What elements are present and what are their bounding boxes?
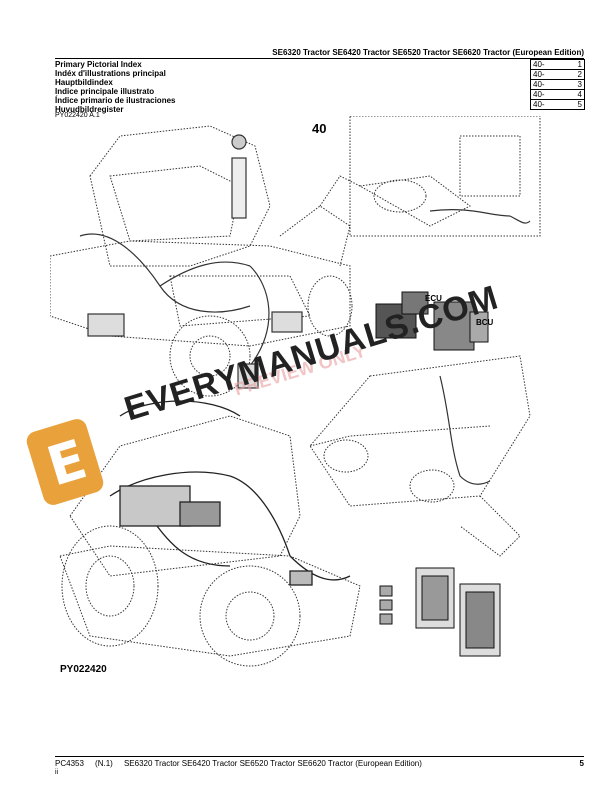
index-section: 40- bbox=[530, 69, 559, 80]
index-section: 40- bbox=[530, 99, 559, 110]
watermark-logo-letter: E bbox=[39, 427, 94, 499]
figure-reference: PY022420 A.1 bbox=[55, 112, 100, 119]
index-row[interactable]: 40-1 bbox=[530, 59, 585, 70]
header-rule bbox=[55, 58, 584, 59]
page-number: 5 bbox=[579, 759, 584, 768]
figure-code: PY022420 bbox=[60, 664, 107, 675]
footer-doc-id: PC4353 bbox=[55, 759, 84, 768]
footer-rule bbox=[55, 756, 584, 757]
index-title: Huvudbildregister bbox=[55, 105, 124, 114]
index-section: 40- bbox=[530, 59, 559, 70]
index-page: 1 bbox=[559, 59, 585, 70]
ecu-label: ECU bbox=[425, 294, 442, 303]
index-row[interactable]: 40-3 bbox=[530, 79, 585, 90]
index-title: Primary Pictorial Index bbox=[55, 60, 142, 69]
index-page: 3 bbox=[559, 79, 585, 90]
index-title: Hauptbildindex bbox=[55, 78, 113, 87]
footer-left: PC4353 (N.1) SE6320 Tractor SE6420 Tract… bbox=[55, 759, 422, 768]
index-page: 5 bbox=[559, 99, 585, 110]
index-title: Indéx d'illustrations principal bbox=[55, 69, 166, 78]
bcu-label: BCU bbox=[476, 318, 494, 327]
index-row[interactable]: 40-4 bbox=[530, 89, 585, 100]
footer-title: SE6320 Tractor SE6420 Tractor SE6520 Tra… bbox=[123, 759, 422, 768]
index-row[interactable]: 40-5 bbox=[530, 99, 585, 110]
index-row[interactable]: 40-2 bbox=[530, 69, 585, 80]
index-section: 40- bbox=[530, 79, 559, 90]
index-page: 2 bbox=[559, 69, 585, 80]
index-section: 40- bbox=[530, 89, 559, 100]
tractor-wiring-illustration bbox=[50, 116, 541, 667]
index-table: 40-1 40-2 40-3 40-4 40-5 bbox=[530, 59, 585, 110]
index-titles: Primary Pictorial Index Indéx d'illustra… bbox=[55, 60, 175, 114]
section-number: 40 bbox=[312, 121, 327, 136]
footer-revision: (N.1) bbox=[95, 759, 113, 768]
header-title: SE6320 Tractor SE6420 Tractor SE6520 Tra… bbox=[272, 48, 584, 57]
index-page: 4 bbox=[559, 89, 585, 100]
index-title: Indice principale illustrato bbox=[55, 87, 155, 96]
footer-roman: ii bbox=[55, 769, 59, 776]
index-title: Índice primario de ilustraciones bbox=[55, 96, 176, 105]
